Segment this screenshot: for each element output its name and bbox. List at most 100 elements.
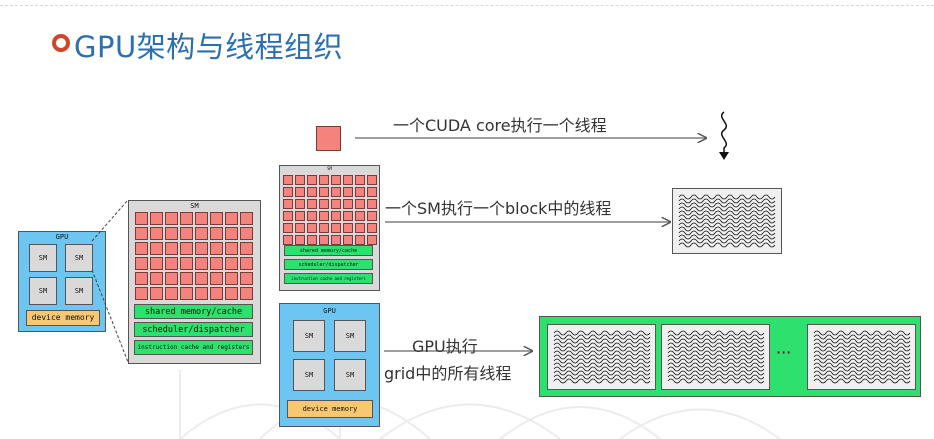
cuda-core bbox=[367, 199, 377, 209]
cuda-core bbox=[355, 223, 365, 233]
cuda-core bbox=[295, 175, 305, 185]
thread-line bbox=[553, 354, 651, 360]
caption-core: 一个CUDA core执行一个线程 bbox=[393, 116, 607, 135]
cuda-core bbox=[135, 242, 148, 255]
cuda-core bbox=[135, 287, 148, 300]
gpu-middle-sm-3: SM bbox=[293, 359, 325, 391]
cuda-core bbox=[343, 235, 353, 245]
cuda-core bbox=[283, 199, 293, 209]
cuda-core bbox=[295, 223, 305, 233]
cuda-core bbox=[367, 223, 377, 233]
cuda-core bbox=[240, 272, 253, 285]
cuda-core bbox=[195, 257, 208, 270]
cuda-core bbox=[240, 242, 253, 255]
gpu-left-sm-3: SM bbox=[29, 277, 57, 305]
sm-small-registers: instruction cache and registers bbox=[284, 273, 373, 284]
thread-line bbox=[553, 334, 651, 340]
thread-line bbox=[678, 198, 776, 204]
thread-line bbox=[553, 366, 651, 372]
sm-small-shared-memory: shared memory/cache bbox=[284, 245, 373, 256]
thread-squiggle-icon bbox=[721, 111, 727, 155]
sm-detail-large-label: SM bbox=[190, 202, 199, 210]
cuda-core bbox=[150, 257, 163, 270]
grid: ··· bbox=[539, 316, 921, 397]
cuda-core bbox=[307, 199, 317, 209]
cuda-core bbox=[295, 199, 305, 209]
cuda-core bbox=[210, 242, 223, 255]
thread-line bbox=[813, 374, 911, 380]
cuda-core bbox=[225, 272, 238, 285]
thread-line bbox=[553, 342, 651, 348]
cuda-core bbox=[367, 187, 377, 197]
cuda-core bbox=[331, 223, 341, 233]
cuda-core bbox=[135, 212, 148, 225]
cuda-core bbox=[225, 257, 238, 270]
cuda-core bbox=[210, 272, 223, 285]
thread-line bbox=[678, 210, 776, 216]
thread-line bbox=[678, 202, 776, 208]
gpu-middle: GPU SM SM SM SM device memory bbox=[279, 303, 380, 427]
gpu-middle-memory: device memory bbox=[287, 400, 373, 418]
cuda-core bbox=[165, 257, 178, 270]
sm-large-scheduler: scheduler/dispatcher bbox=[134, 322, 253, 337]
gpu-left-label: GPU bbox=[55, 233, 69, 241]
thread-line bbox=[667, 362, 765, 368]
sm-detail-small-label: SM bbox=[327, 166, 332, 171]
thread-line bbox=[678, 214, 776, 220]
cuda-core bbox=[180, 257, 193, 270]
caption-gpu-line2: grid中的所有线程 bbox=[384, 364, 512, 383]
thread-line bbox=[553, 350, 651, 356]
cuda-core bbox=[195, 227, 208, 240]
thread-line bbox=[553, 362, 651, 368]
cuda-core bbox=[331, 175, 341, 185]
cuda-core bbox=[367, 211, 377, 221]
cuda-core bbox=[295, 187, 305, 197]
gpu-left-sm-4: SM bbox=[65, 277, 93, 305]
thread-line bbox=[678, 230, 776, 236]
cuda-core bbox=[307, 223, 317, 233]
cuda-core bbox=[210, 227, 223, 240]
cuda-core bbox=[225, 227, 238, 240]
cuda-core bbox=[180, 242, 193, 255]
cuda-core bbox=[283, 187, 293, 197]
thread-block-threads bbox=[678, 194, 776, 248]
cuda-core bbox=[343, 187, 353, 197]
caption-sm: 一个SM执行一个block中的线程 bbox=[385, 199, 612, 218]
cuda-core bbox=[355, 187, 365, 197]
cuda-core bbox=[307, 211, 317, 221]
gpu-left: GPU SM SM SM SM device memory bbox=[18, 231, 106, 332]
gpu-left-sm-2: SM bbox=[65, 244, 93, 272]
thread-line bbox=[678, 218, 776, 224]
thread-line bbox=[813, 350, 911, 356]
cuda-core bbox=[283, 235, 293, 245]
thread-line bbox=[813, 370, 911, 376]
thread-line bbox=[553, 374, 651, 380]
thread-line bbox=[678, 238, 776, 244]
sm-large-registers: instruction cache and registers bbox=[134, 340, 253, 355]
cuda-core bbox=[307, 175, 317, 185]
grid-block-3 bbox=[807, 324, 916, 390]
thread-line bbox=[667, 354, 765, 360]
sm-detail-small: SM shared memory/cache scheduler/dispatc… bbox=[279, 165, 380, 291]
thread-line bbox=[813, 330, 911, 336]
cuda-core bbox=[165, 242, 178, 255]
gpu-left-sm-1: SM bbox=[29, 244, 57, 272]
cuda-core bbox=[225, 212, 238, 225]
grid-ellipsis: ··· bbox=[776, 343, 792, 362]
cuda-core bbox=[343, 199, 353, 209]
cuda-core bbox=[150, 227, 163, 240]
cuda-core bbox=[150, 287, 163, 300]
cuda-core bbox=[319, 223, 329, 233]
cuda-core bbox=[295, 211, 305, 221]
cuda-core bbox=[165, 272, 178, 285]
cuda-core bbox=[307, 187, 317, 197]
thread-line bbox=[667, 358, 765, 364]
grid-block-1 bbox=[547, 324, 656, 390]
gpu-middle-label: GPU bbox=[323, 307, 336, 315]
thread-line bbox=[813, 378, 911, 384]
cuda-core bbox=[319, 199, 329, 209]
cuda-core bbox=[195, 242, 208, 255]
cuda-core bbox=[331, 187, 341, 197]
cuda-core bbox=[343, 175, 353, 185]
